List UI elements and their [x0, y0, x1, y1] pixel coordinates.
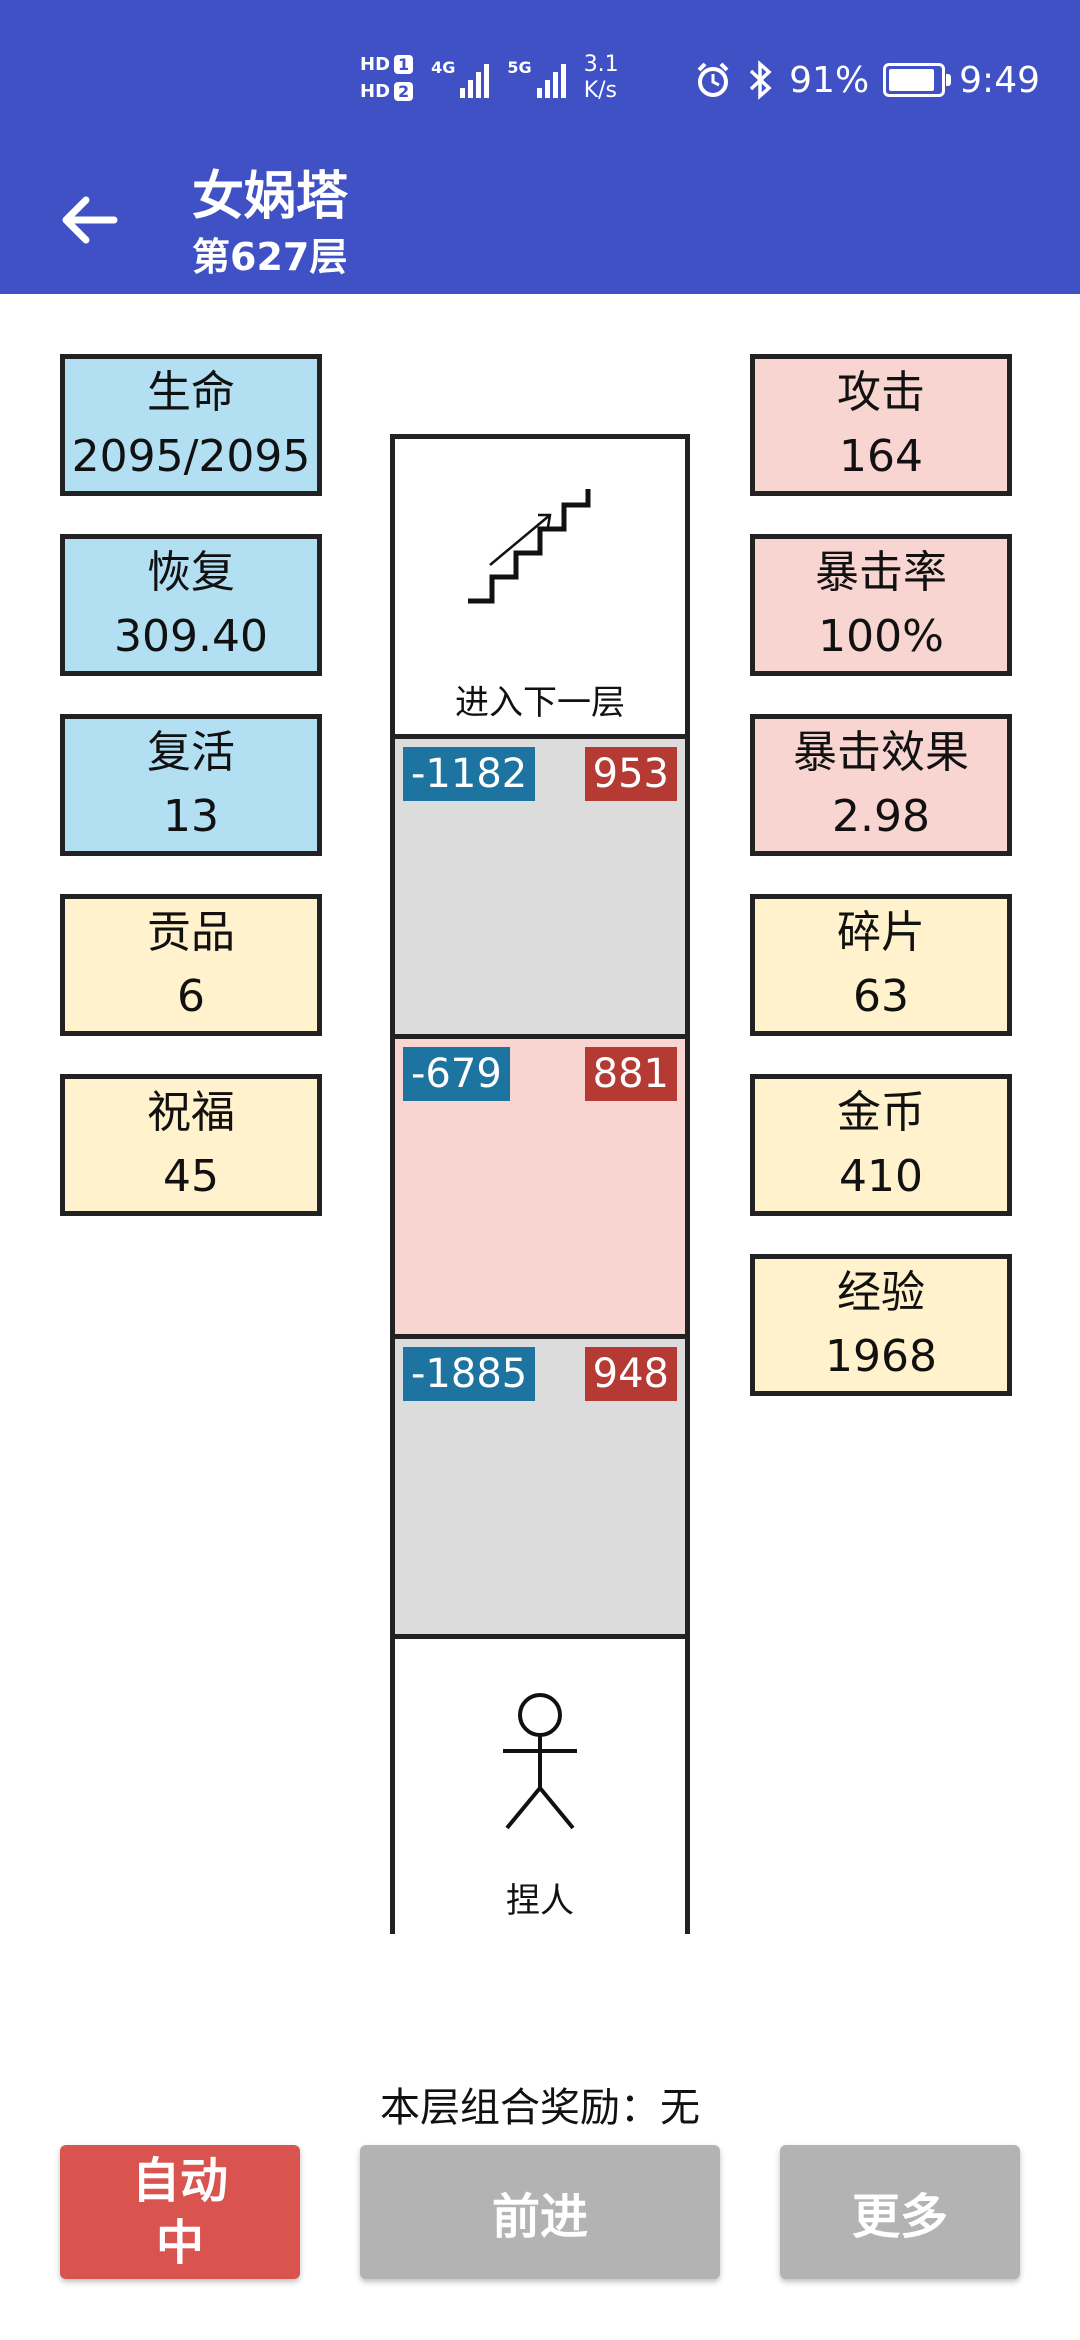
advance-button[interactable]: 前进: [360, 2145, 720, 2279]
stat-value: 45: [163, 1151, 219, 1202]
stat-label: 复活: [147, 727, 235, 778]
stat-label: 生命: [147, 367, 235, 418]
advance-button-label: 前进: [491, 2189, 588, 2245]
stat-card-crit-rate: 暴击率 100%: [750, 534, 1012, 676]
enemy-right-value: 881: [584, 1047, 677, 1101]
alarm-icon: [697, 62, 729, 97]
stairs-icon: [468, 489, 591, 604]
speed-unit: K/s: [583, 78, 617, 103]
clock: 9:49: [959, 59, 1040, 101]
stat-label: 贡品: [147, 907, 235, 958]
stat-card-tribute: 贡品 6: [60, 894, 322, 1036]
battery-percent: 91%: [789, 59, 870, 101]
stat-value: 164: [839, 431, 923, 482]
stat-value: 6: [177, 971, 205, 1022]
stick-figure-icon: [503, 1693, 577, 1830]
auto-button[interactable]: 自动 中: [60, 2145, 300, 2279]
stat-card-recovery: 恢复 309.40: [60, 534, 322, 676]
floor-subtitle: 第627层: [192, 235, 348, 279]
auto-button-line-2: 中: [155, 2215, 204, 2271]
enemy-left-value: -679: [403, 1047, 510, 1101]
enemy-right-value: 953: [584, 747, 677, 801]
player-label: 捏人: [506, 1881, 574, 1921]
back-arrow-icon[interactable]: [52, 180, 132, 260]
net-type-1: 4G: [431, 58, 456, 77]
tower: 进入下一层 -1182 953 -679 881 -1885 948 捏人: [390, 434, 690, 1939]
battery-icon: [883, 63, 952, 97]
stat-value: 2095/2095: [71, 431, 311, 482]
player-cell[interactable]: 捏人: [395, 1639, 685, 1939]
sim-2-badge: 2: [394, 82, 414, 101]
stat-value: 100%: [818, 611, 944, 662]
stat-card-revive: 复活 13: [60, 714, 322, 856]
stat-card-crit-effect: 暴击效果 2.98: [750, 714, 1012, 856]
stat-label: 暴击率: [815, 547, 947, 598]
stat-card-gold: 金币 410: [750, 1074, 1012, 1216]
hd-label-2: HD: [360, 81, 391, 102]
stat-card-experience: 经验 1968: [750, 1254, 1012, 1396]
stat-card-fragments: 碎片 63: [750, 894, 1012, 1036]
hd-indicator-1: HD 1: [360, 54, 414, 75]
stat-card-blessing: 祝福 45: [60, 1074, 322, 1216]
more-button[interactable]: 更多: [780, 2145, 1020, 2279]
stat-value: 63: [853, 971, 909, 1022]
hd-indicators: HD 1 HD 2: [360, 54, 414, 102]
stat-label: 经验: [837, 1267, 925, 1318]
auto-button-line-1: 自动: [131, 2153, 228, 2209]
stat-value: 13: [163, 791, 219, 842]
next-floor-label: 进入下一层: [455, 683, 625, 723]
network-speed: 3.1 K/s: [584, 52, 619, 104]
top-bar: HD 1 HD 2 4G 5G 3.1 K/s: [0, 0, 1080, 294]
stat-card-life: 生命 2095/2095: [60, 354, 322, 496]
stat-label: 攻击: [837, 367, 925, 418]
enemy-floor-2[interactable]: -679 881: [395, 1039, 685, 1339]
system-indicators: 91% 9:49: [693, 52, 1040, 108]
enemy-floor-1[interactable]: -1182 953: [395, 739, 685, 1039]
floor-reward-text: 本层组合奖励：无: [380, 2085, 700, 2131]
stat-value: 410: [839, 1151, 923, 1202]
network-indicators: HD 1 HD 2 4G 5G 3.1 K/s: [360, 48, 619, 108]
app-bar: 女娲塔 第627层: [0, 150, 1080, 294]
signal-4g-icon: 4G: [431, 58, 490, 98]
page-title: 女娲塔: [192, 167, 349, 227]
battery-fill: [889, 69, 935, 91]
stat-label: 恢复: [147, 547, 235, 598]
stat-value: 1968: [825, 1331, 937, 1382]
status-bar: HD 1 HD 2 4G 5G 3.1 K/s: [0, 0, 1080, 150]
stat-label: 暴击效果: [793, 727, 969, 778]
enemy-left-value: -1182: [403, 747, 536, 801]
stat-value: 309.40: [114, 611, 268, 662]
hd-indicator-2: HD 2: [360, 81, 414, 102]
stat-label: 金币: [837, 1087, 925, 1138]
net-type-2: 5G: [507, 58, 532, 77]
enemy-floor-3[interactable]: -1885 948: [395, 1339, 685, 1639]
stat-label: 碎片: [837, 907, 925, 958]
sim-1-badge: 1: [394, 55, 414, 74]
speed-value: 3.1: [583, 52, 619, 77]
more-button-label: 更多: [851, 2189, 948, 2245]
hd-label-1: HD: [360, 54, 391, 75]
next-floor-cell[interactable]: 进入下一层: [395, 439, 685, 739]
signal-5g-icon: 5G: [507, 58, 566, 98]
enemy-right-value: 948: [584, 1347, 677, 1401]
stat-label: 祝福: [147, 1087, 235, 1138]
enemy-left-value: -1885: [403, 1347, 536, 1401]
bluetooth-icon: [749, 60, 772, 100]
stat-card-attack: 攻击 164: [750, 354, 1012, 496]
stat-value: 2.98: [832, 791, 930, 842]
